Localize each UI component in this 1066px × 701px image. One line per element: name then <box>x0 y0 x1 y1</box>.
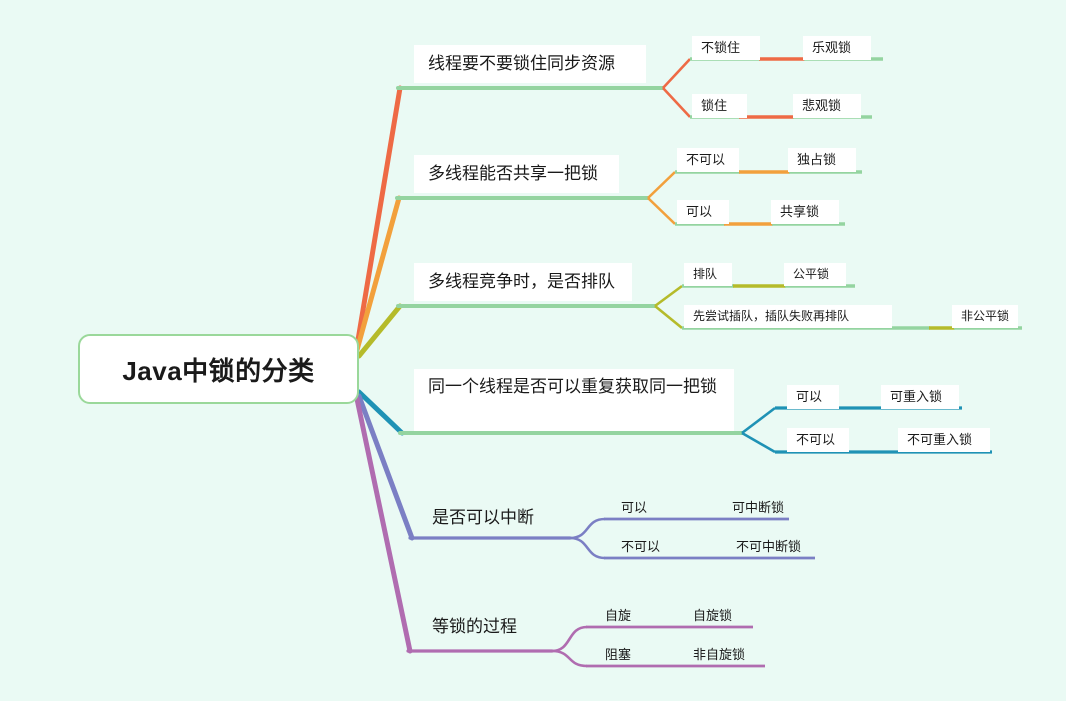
leaf-label: 可重入锁 <box>890 389 943 404</box>
edge-branch-2-fork-lower <box>647 197 676 225</box>
leaf-label: 公平锁 <box>793 266 830 281</box>
leaf-label: 可中断锁 <box>732 499 785 515</box>
leaf-label: 悲观锁 <box>802 98 842 113</box>
leaf-node-branch-5-child-1-condition[interactable]: 可以 <box>612 496 662 519</box>
leaf-label: 锁住 <box>701 98 728 113</box>
leaf-label: 排队 <box>693 266 718 281</box>
leaf-node-branch-1-child-1-result[interactable]: 乐观锁 <box>803 36 871 60</box>
leaf-node-branch-5-child-2-result[interactable]: 不可中断锁 <box>727 535 813 558</box>
edge-branch-1-fork-lower <box>662 87 691 118</box>
leaf-label: 不锁住 <box>701 40 741 55</box>
edge-branch-4-fork-upper <box>741 406 776 435</box>
leaf-label: 可以 <box>796 389 823 404</box>
leaf-label: 不可以 <box>796 432 836 447</box>
leaf-label: 不可中断锁 <box>736 538 802 554</box>
leaf-node-branch-2-child-2-condition[interactable]: 可以 <box>677 200 729 224</box>
leaf-label: 独占锁 <box>797 152 837 167</box>
leaf-node-branch-4-child-1-result[interactable]: 可重入锁 <box>881 385 959 409</box>
leaf-node-branch-6-child-1-result[interactable]: 自旋锁 <box>684 604 748 627</box>
root-node[interactable]: Java中锁的分类 <box>78 334 359 404</box>
leaf-label: 自旋锁 <box>693 607 733 623</box>
topic-node-branch-3[interactable]: 多线程竞争时，是否排队 <box>414 263 632 301</box>
leaf-node-branch-3-child-1-condition[interactable]: 排队 <box>684 263 732 286</box>
leaf-node-branch-1-child-2-condition[interactable]: 锁住 <box>692 94 747 118</box>
topic-label: 多线程能否共享一把锁 <box>428 164 598 183</box>
edge-branch-4-fork-lower <box>741 431 776 454</box>
leaf-node-branch-6-child-2-result[interactable]: 非自旋锁 <box>684 643 760 666</box>
leaf-node-branch-4-child-2-result[interactable]: 不可重入锁 <box>898 428 990 452</box>
edge-root-to-branch-3 <box>356 303 403 359</box>
edge-branch-6-fork-lower <box>551 649 588 668</box>
leaf-label: 不可以 <box>686 152 726 167</box>
leaf-label: 共享锁 <box>780 204 820 219</box>
leaf-label: 非自旋锁 <box>693 646 746 662</box>
leaf-node-branch-4-child-2-condition[interactable]: 不可以 <box>787 428 849 452</box>
edge-branch-6-fork-upper <box>551 625 588 653</box>
edge-branch-3-fork-upper <box>654 284 683 308</box>
topic-label: 等锁的过程 <box>432 617 517 636</box>
leaf-label: 非公平锁 <box>961 308 1010 323</box>
leaf-node-branch-6-child-1-condition[interactable]: 自旋 <box>596 604 646 627</box>
leaf-label: 不可以 <box>621 538 661 554</box>
edge-branch-5-fork-upper <box>569 517 606 540</box>
edge-root-to-branch-1 <box>354 85 403 349</box>
edge-branch-5-fork-lower <box>569 536 606 560</box>
leaf-node-branch-1-child-2-result[interactable]: 悲观锁 <box>793 94 861 118</box>
leaf-label: 阻塞 <box>605 646 632 662</box>
leaf-node-branch-5-child-2-condition[interactable]: 不可以 <box>612 535 672 558</box>
topic-node-branch-2[interactable]: 多线程能否共享一把锁 <box>414 155 619 193</box>
root-node-label: Java中锁的分类 <box>122 355 315 386</box>
leaf-label: 自旋 <box>605 607 632 623</box>
leaf-node-branch-2-child-1-condition[interactable]: 不可以 <box>677 148 739 172</box>
edge-root-to-branch-4 <box>356 389 405 436</box>
leaf-node-branch-2-child-2-result[interactable]: 共享锁 <box>771 200 839 224</box>
edge-root-to-branch-2 <box>354 195 402 353</box>
leaf-node-branch-3-child-2-condition[interactable]: 先尝试插队，插队失败再排队 <box>684 305 892 328</box>
leaf-node-branch-5-child-1-result[interactable]: 可中断锁 <box>723 496 793 519</box>
topic-node-branch-1[interactable]: 线程要不要锁住同步资源 <box>414 45 646 83</box>
edge-branch-3-fork-lower <box>654 304 683 330</box>
leaf-node-branch-4-child-1-condition[interactable]: 可以 <box>787 385 839 409</box>
topic-node-branch-4[interactable]: 同一个线程是否可以重复获取同一把锁 <box>414 369 734 431</box>
leaf-label: 乐观锁 <box>812 40 852 55</box>
edge-root-to-branch-5 <box>356 393 415 541</box>
leaf-label: 先尝试插队，插队失败再排队 <box>693 308 850 323</box>
leaf-node-branch-3-child-1-result[interactable]: 公平锁 <box>784 263 846 286</box>
leaf-node-branch-6-child-2-condition[interactable]: 阻塞 <box>596 643 646 666</box>
topic-node-branch-5[interactable]: 是否可以中断 <box>418 500 550 536</box>
leaf-label: 不可重入锁 <box>907 432 973 447</box>
leaf-label: 可以 <box>621 499 648 515</box>
edge-root-to-branch-6 <box>354 396 413 654</box>
topic-label: 线程要不要锁住同步资源 <box>428 54 615 73</box>
topic-label: 同一个线程是否可以重复获取同一把锁 <box>428 377 717 396</box>
edge-branch-1-fork-upper <box>662 58 691 89</box>
leaf-node-branch-1-child-1-condition[interactable]: 不锁住 <box>692 36 760 60</box>
topic-node-branch-6[interactable]: 等锁的过程 <box>418 609 530 645</box>
topic-label: 是否可以中断 <box>432 508 534 527</box>
leaf-node-branch-3-child-2-result[interactable]: 非公平锁 <box>952 305 1018 328</box>
leaf-node-branch-2-child-1-result[interactable]: 独占锁 <box>788 148 856 172</box>
edge-branch-2-fork-upper <box>647 171 676 199</box>
topic-label: 多线程竞争时，是否排队 <box>428 272 615 291</box>
leaf-label: 可以 <box>686 204 713 219</box>
